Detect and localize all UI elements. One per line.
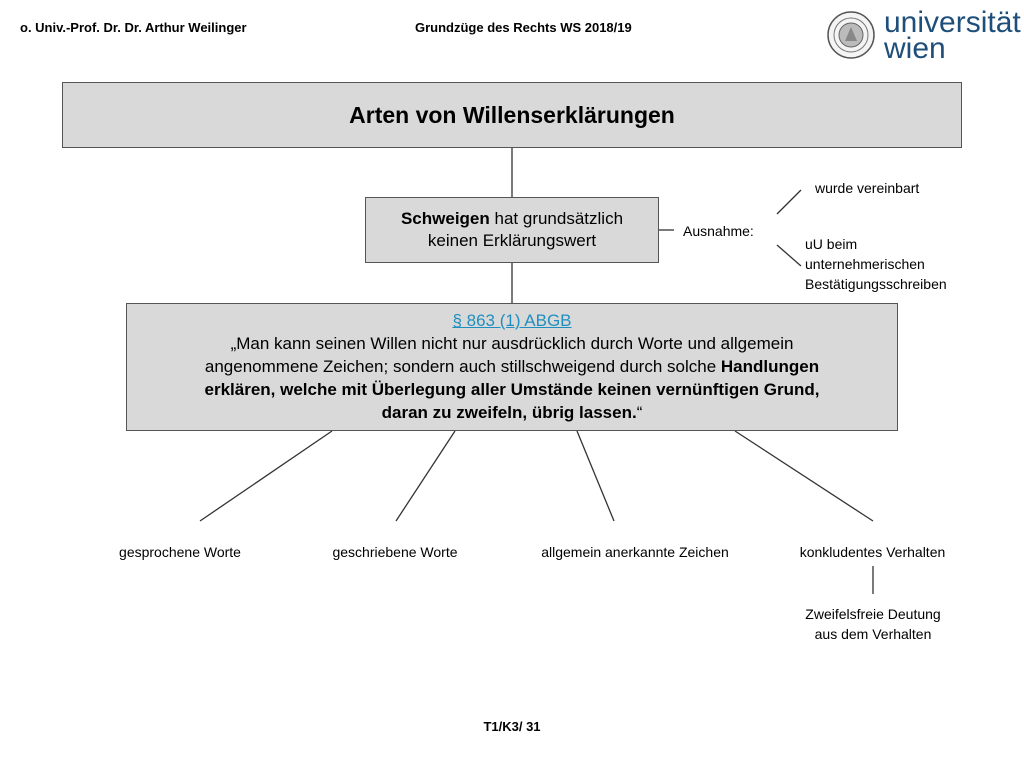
leaf-written: geschriebene Worte [332, 544, 458, 560]
exception-agreed: wurde vereinbart [815, 180, 920, 196]
quote-line3: erklären, welche mit Überlegung aller Um… [127, 378, 897, 401]
conclusion-line1: Zweifelsfreie Deutung [805, 606, 941, 622]
law-citation-link[interactable]: § 863 (1) ABGB [452, 311, 572, 330]
law-quote-box: § 863 (1) ABGB „Man kann seinen Willen n… [126, 303, 898, 431]
author-name: o. Univ.-Prof. Dr. Dr. Arthur Weilinger [20, 20, 247, 35]
quote-line3-bold: erklären, welche mit Überlegung aller Um… [204, 380, 820, 399]
silence-rest: hat grundsätzlich [489, 209, 624, 228]
leaf-conduct: konkludentes Verhalten [799, 544, 946, 560]
quote-close: “ [636, 403, 643, 422]
quote-line2-text: angenommene Zeichen; sondern auch stills… [204, 357, 721, 376]
exception-line2: unternehmerischen [805, 256, 925, 272]
silence-box: Schweigen hat grundsätzlich keinen Erklä… [365, 197, 659, 263]
exception-line1: uU beim [805, 236, 858, 252]
logo-line2: wien [884, 32, 946, 65]
diagram-title-box: Arten von Willenserklärungen [62, 82, 962, 148]
conclusion: Zweifelsfreie Deutung aus dem Verhalten [773, 604, 973, 644]
quote-line4: daran zu zweifeln, übrig lassen.“ [127, 401, 897, 424]
quote-line2-bold: Handlungen [720, 357, 820, 376]
silence-bold: Schweigen [400, 209, 490, 228]
exception-label: Ausnahme: [683, 223, 754, 239]
silence-line1: Schweigen hat grundsätzlich [401, 208, 623, 230]
diagram-title: Arten von Willenserklärungen [349, 101, 675, 128]
quote-line4-bold: daran zu zweifeln, übrig lassen. [381, 403, 637, 422]
leaf-spoken: gesprochene Worte [119, 544, 241, 560]
exception-commercial: uU beim unternehmerischen Bestätigungssc… [805, 234, 947, 294]
university-seal-icon [826, 10, 876, 60]
university-logo: universität wien [884, 6, 1021, 65]
exception-line3: Bestätigungsschreiben [805, 276, 947, 292]
page-number: T1/K3/ 31 [483, 719, 541, 734]
course-title: Grundzüge des Rechts WS 2018/19 [415, 20, 632, 35]
quote-line2: angenommene Zeichen; sondern auch stills… [127, 355, 897, 378]
logo-line1: universität [884, 6, 1021, 39]
conclusion-line2: aus dem Verhalten [814, 626, 932, 642]
quote-line1: „Man kann seinen Willen nicht nur ausdrü… [230, 334, 794, 353]
silence-line2: keinen Erklärungswert [427, 231, 597, 250]
leaf-signs: allgemein anerkannte Zeichen [541, 544, 729, 560]
